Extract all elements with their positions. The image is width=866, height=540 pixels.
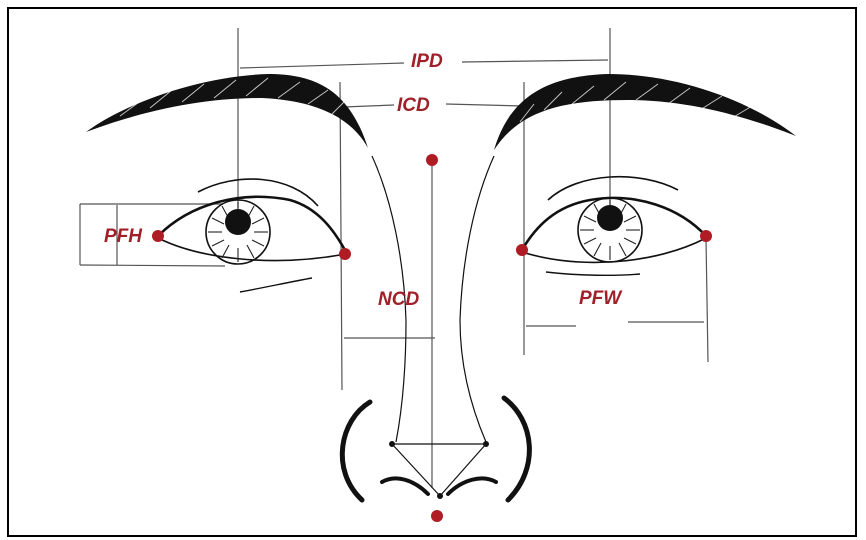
landmark-left-lateral-canthus <box>152 230 164 242</box>
landmark-right-lateral-canthus <box>700 230 712 242</box>
ipd-label: IPD <box>411 51 443 72</box>
landmark-left-medial-canthus <box>339 248 351 260</box>
landmark-right-medial-canthus <box>516 244 528 256</box>
landmark-subnasale <box>431 510 443 522</box>
pfw-label: PFW <box>579 288 623 309</box>
nose-point-right <box>483 441 489 447</box>
pfh-label: PFH <box>104 226 143 247</box>
ncd-label: NCD <box>378 289 419 310</box>
left-pupil <box>225 209 251 235</box>
right-pupil <box>597 205 623 231</box>
landmark-glabella <box>426 154 438 166</box>
nose-point-tip <box>437 493 443 499</box>
nose-point-left <box>389 441 395 447</box>
icd-label: ICD <box>397 95 430 116</box>
